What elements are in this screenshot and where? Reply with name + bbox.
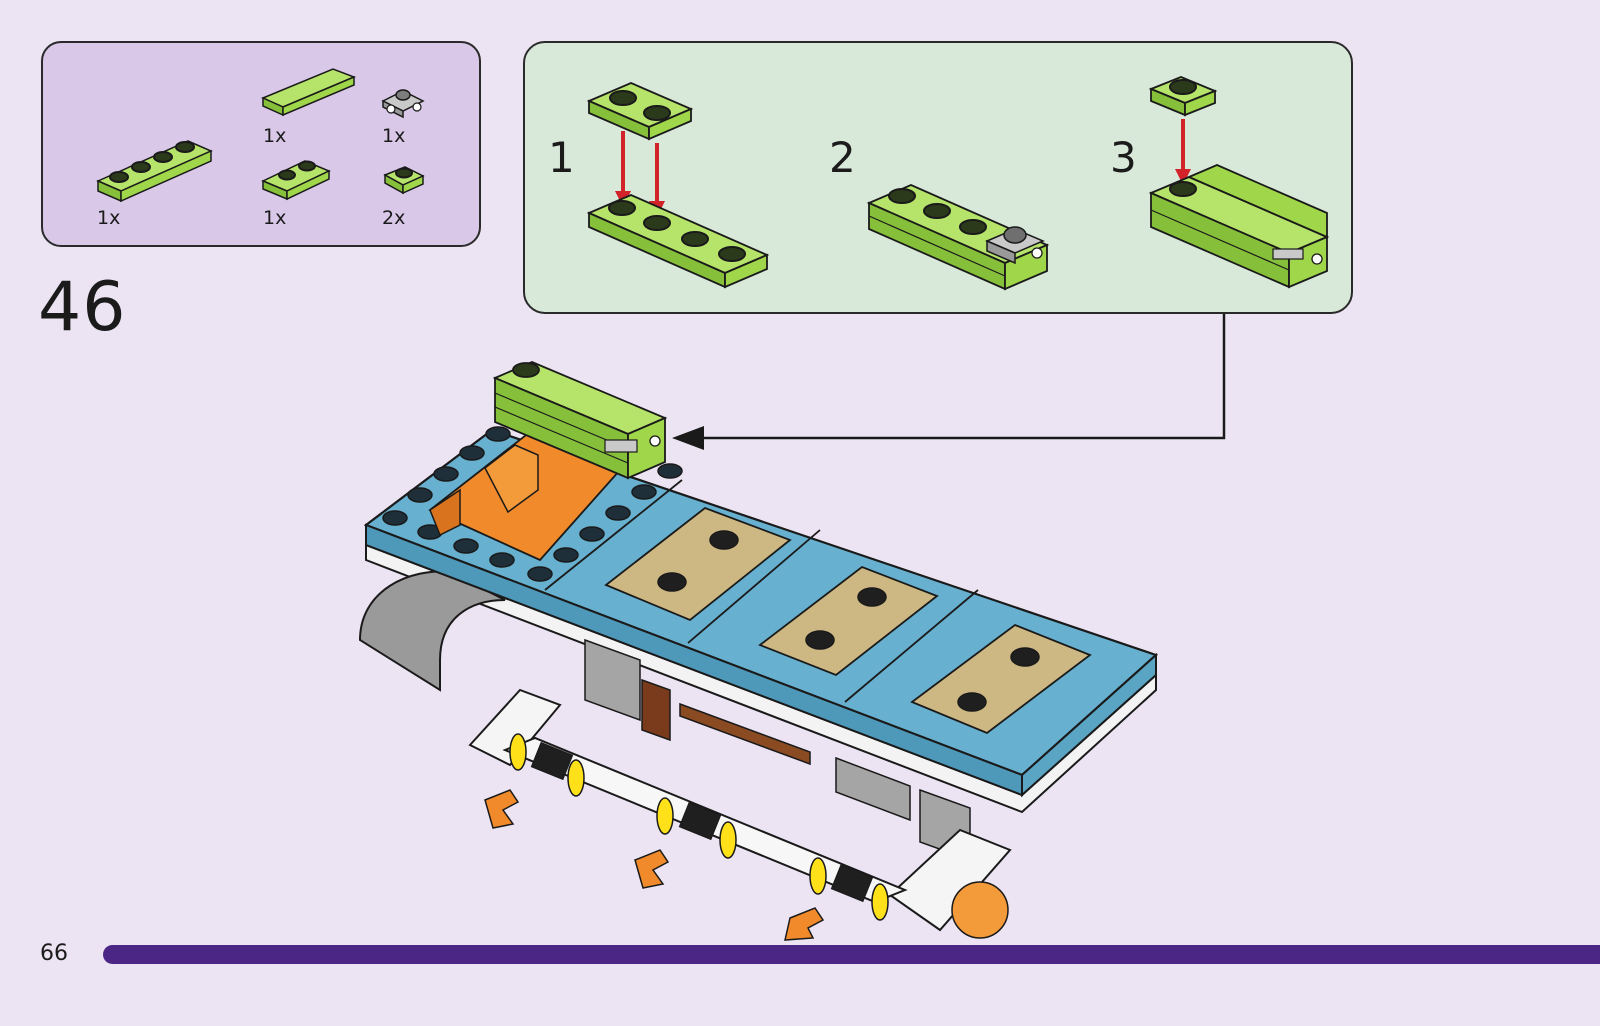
- page-progress-bar: [103, 945, 1600, 964]
- page-number: 66: [40, 941, 68, 966]
- callout-arrow-head: [672, 426, 704, 450]
- callout-connector-line: [700, 314, 1224, 438]
- orange-ball: [952, 882, 1008, 938]
